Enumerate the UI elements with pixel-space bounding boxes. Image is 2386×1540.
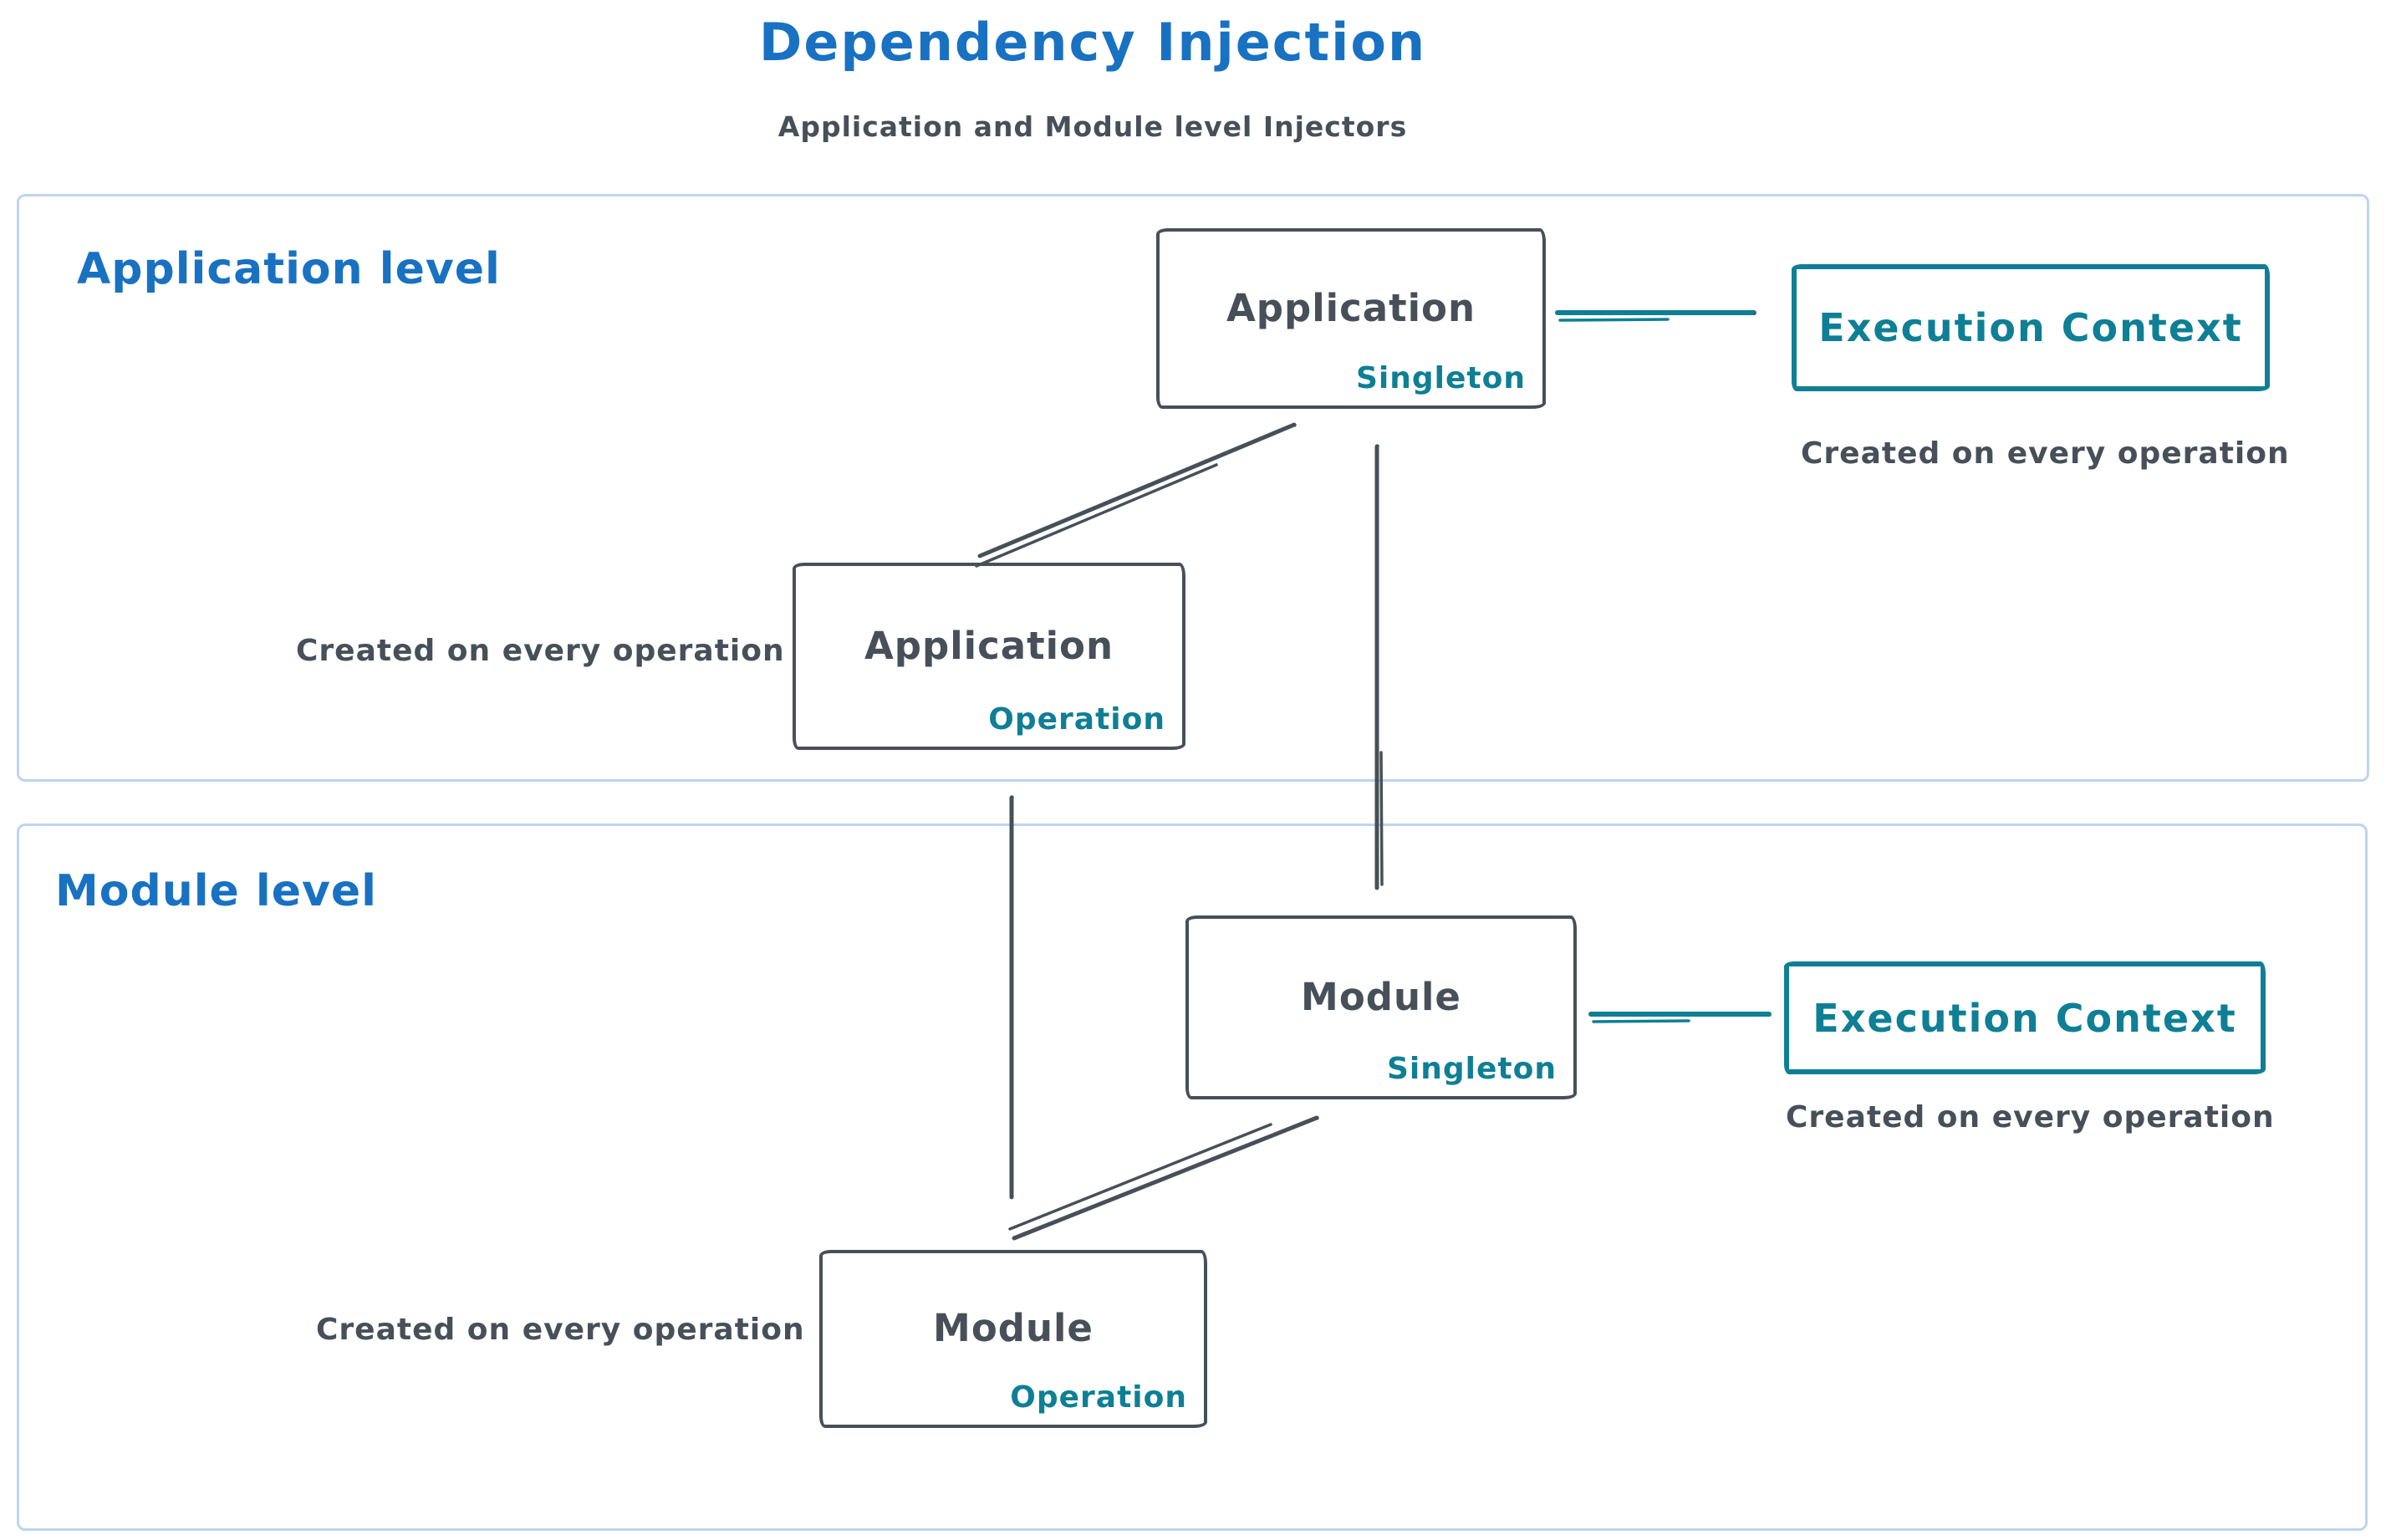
module-singleton-box: Module Singleton — [1185, 915, 1577, 1099]
application-level-section — [17, 194, 2369, 782]
execution-context-note-application: Created on every operation — [1801, 436, 2290, 471]
application-operation-title: Application — [864, 623, 1114, 668]
execution-context-label-module: Execution Context — [1812, 995, 2237, 1041]
application-singleton-title: Application — [1226, 285, 1476, 330]
module-singleton-badge: Singleton — [1387, 1052, 1557, 1086]
diagram-title: Dependency Injection — [758, 12, 1427, 73]
diagram-subtitle: Application and Module level Injectors — [777, 110, 1408, 143]
module-level-section — [17, 824, 2368, 1531]
module-singleton-title: Module — [1301, 974, 1461, 1019]
module-operation-note: Created on every operation — [316, 1313, 805, 1347]
application-operation-box: Application Operation — [793, 563, 1185, 750]
execution-context-box-application: Execution Context — [1792, 264, 2270, 391]
module-operation-title: Module — [933, 1306, 1094, 1350]
application-operation-badge: Operation — [988, 702, 1165, 737]
module-operation-box: Module Operation — [819, 1250, 1207, 1428]
execution-context-box-module: Execution Context — [1784, 961, 2266, 1074]
application-operation-note: Created on every operation — [296, 634, 785, 668]
application-level-label: Application level — [77, 244, 501, 294]
module-level-label: Module level — [55, 866, 377, 916]
application-singleton-badge: Singleton — [1356, 361, 1526, 395]
application-singleton-box: Application Singleton — [1156, 228, 1546, 409]
execution-context-note-module: Created on every operation — [1786, 1100, 2275, 1135]
module-operation-badge: Operation — [1010, 1380, 1187, 1415]
execution-context-label-application: Execution Context — [1818, 305, 2243, 350]
